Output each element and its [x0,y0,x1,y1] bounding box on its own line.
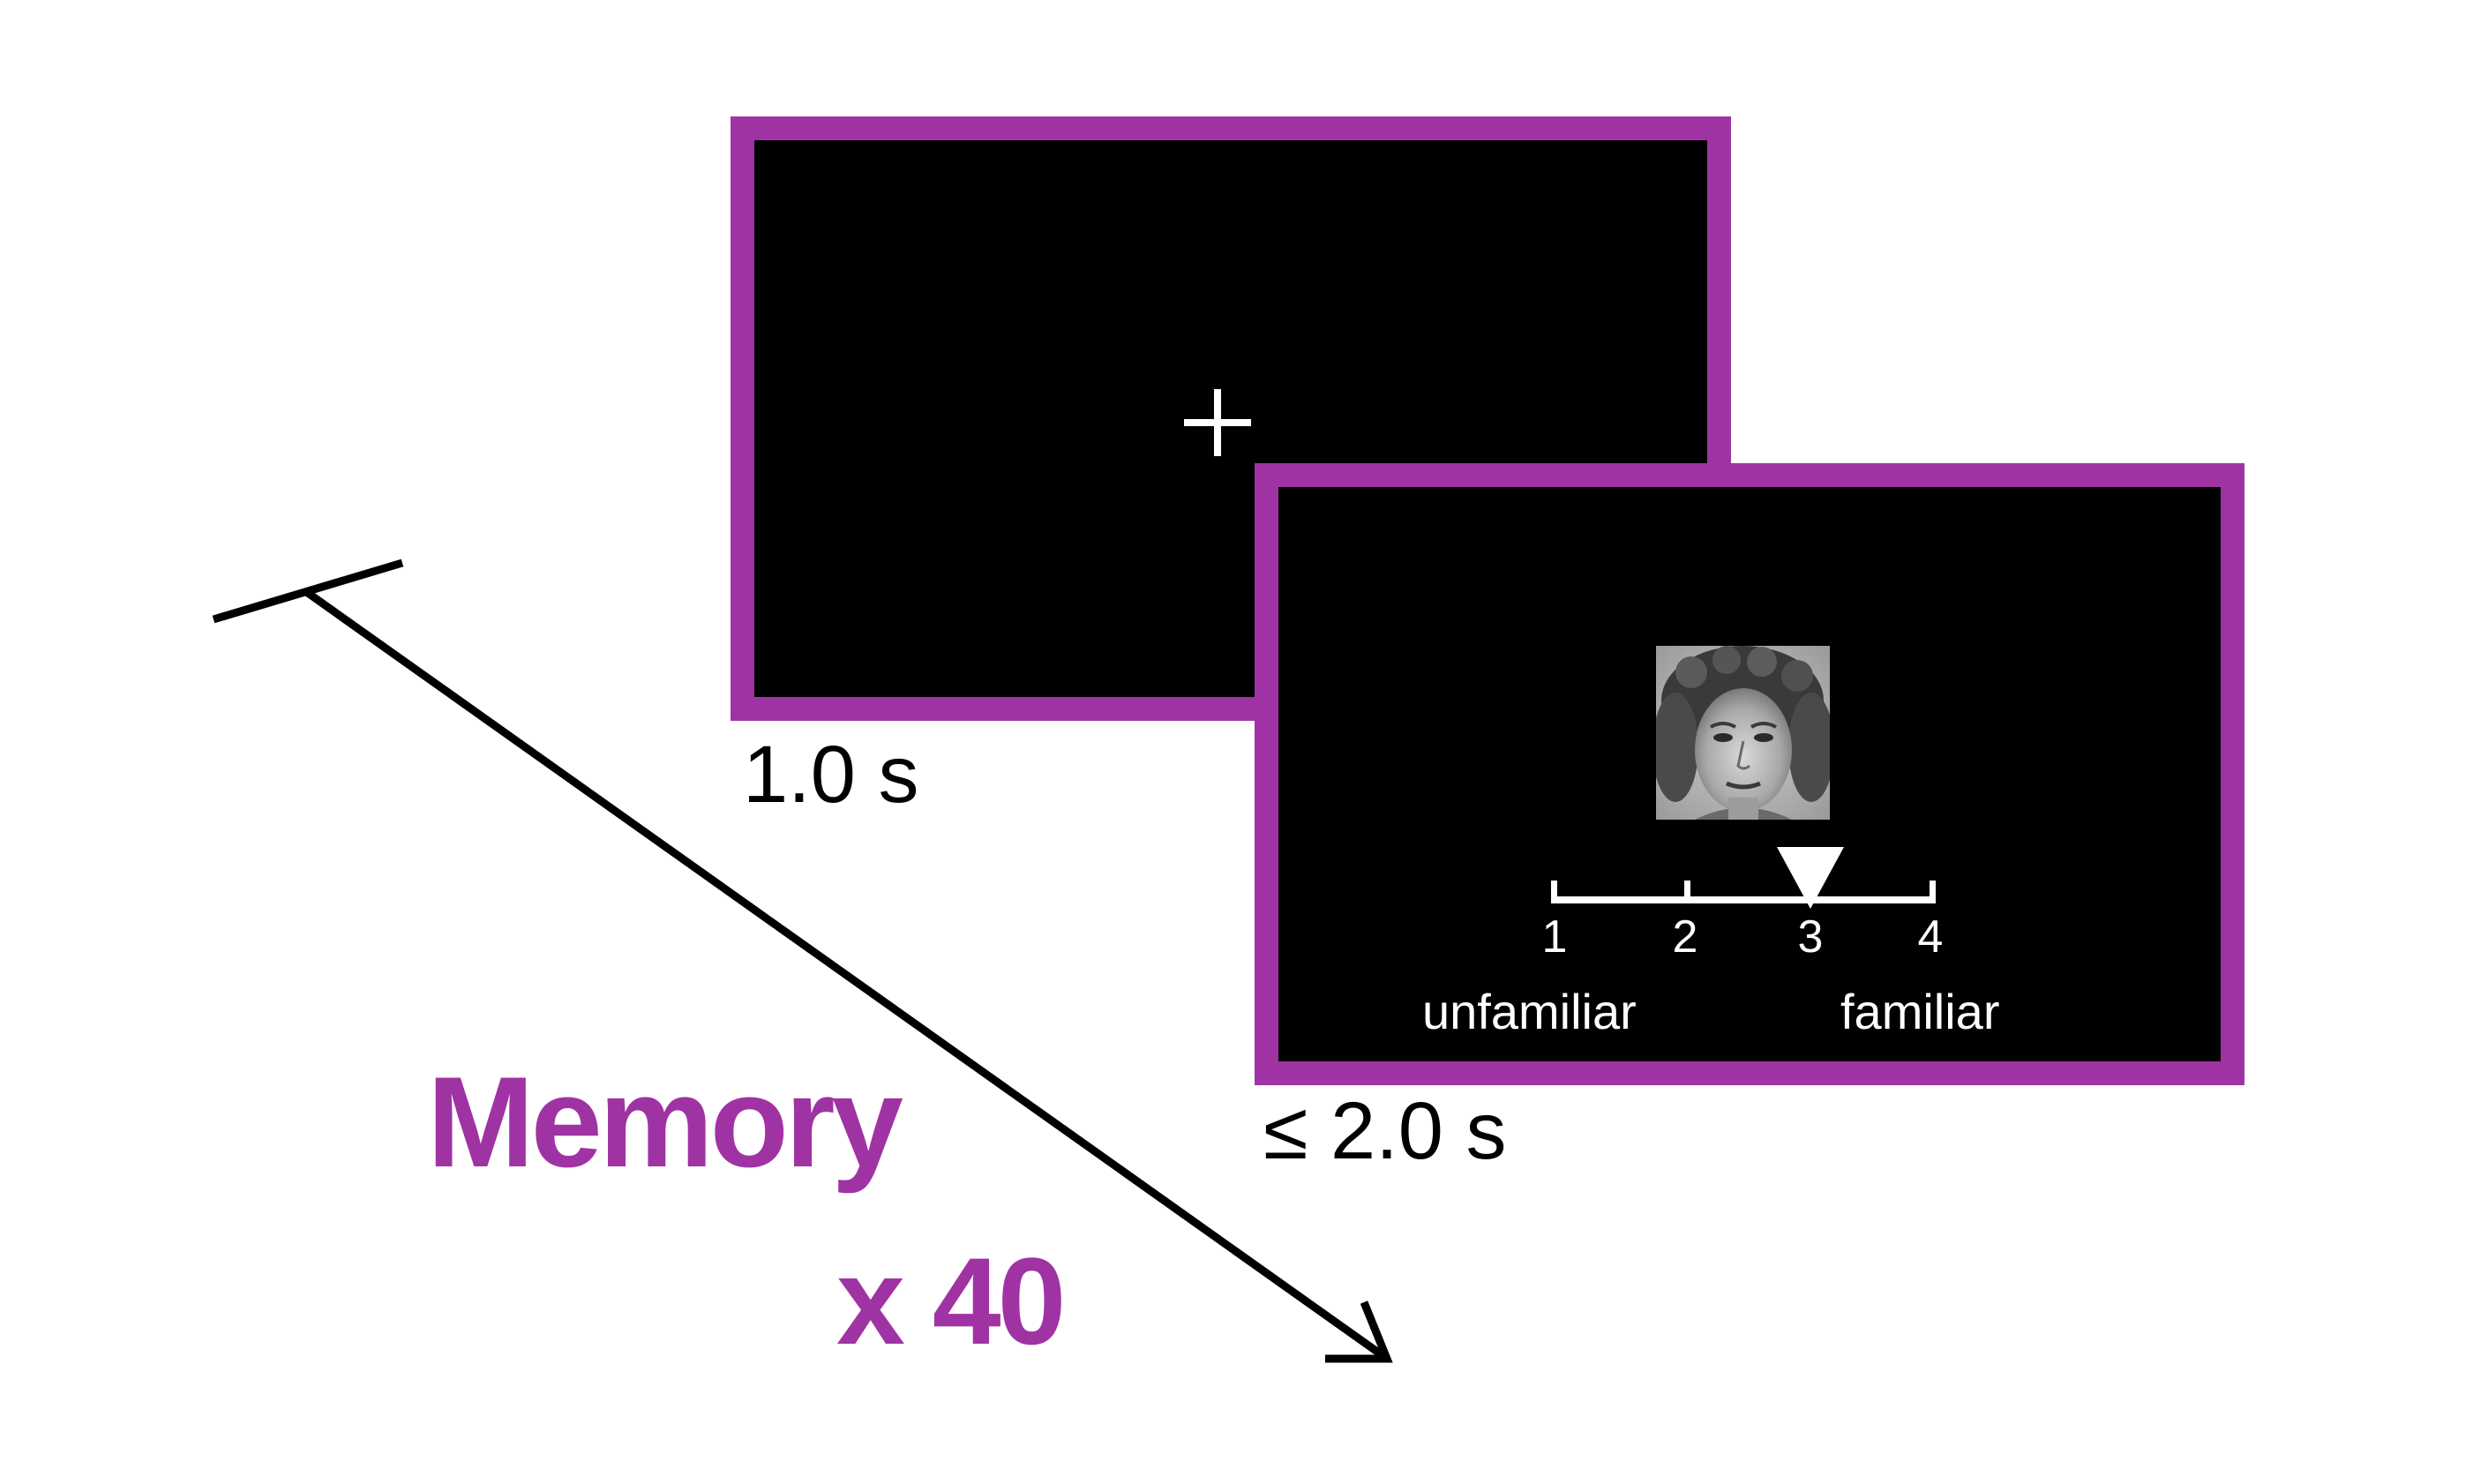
task-repetitions: x 40 [836,1232,1066,1370]
scale-tick-1 [1551,881,1557,898]
task-title: Memory [427,1050,903,1194]
scale-number-4: 4 [1917,911,1944,963]
rating-duration: ≤ 2.0 s [1263,1086,1507,1176]
anchor-unfamiliar: unfamiliar [1422,984,1637,1039]
scale-tick-2 [1684,881,1690,898]
scale-number-1: 1 [1541,911,1568,963]
rating-scale-line [1551,896,1936,903]
fixation-screen [731,116,1731,721]
timeline-shaft [303,588,1386,1360]
scale-tick-4 [1930,881,1936,898]
scale-number-2: 2 [1672,911,1698,963]
anchor-familiar: familiar [1840,984,2000,1039]
fixation-duration: 1.0 s [743,730,919,820]
fixation-cross-vertical [1214,389,1221,456]
face-image [1656,646,1830,820]
rating-marker [1777,847,1844,909]
rating-screen [1255,463,2244,1085]
scale-number-3: 3 [1797,911,1824,963]
timeline-arrowhead [1325,1300,1393,1363]
